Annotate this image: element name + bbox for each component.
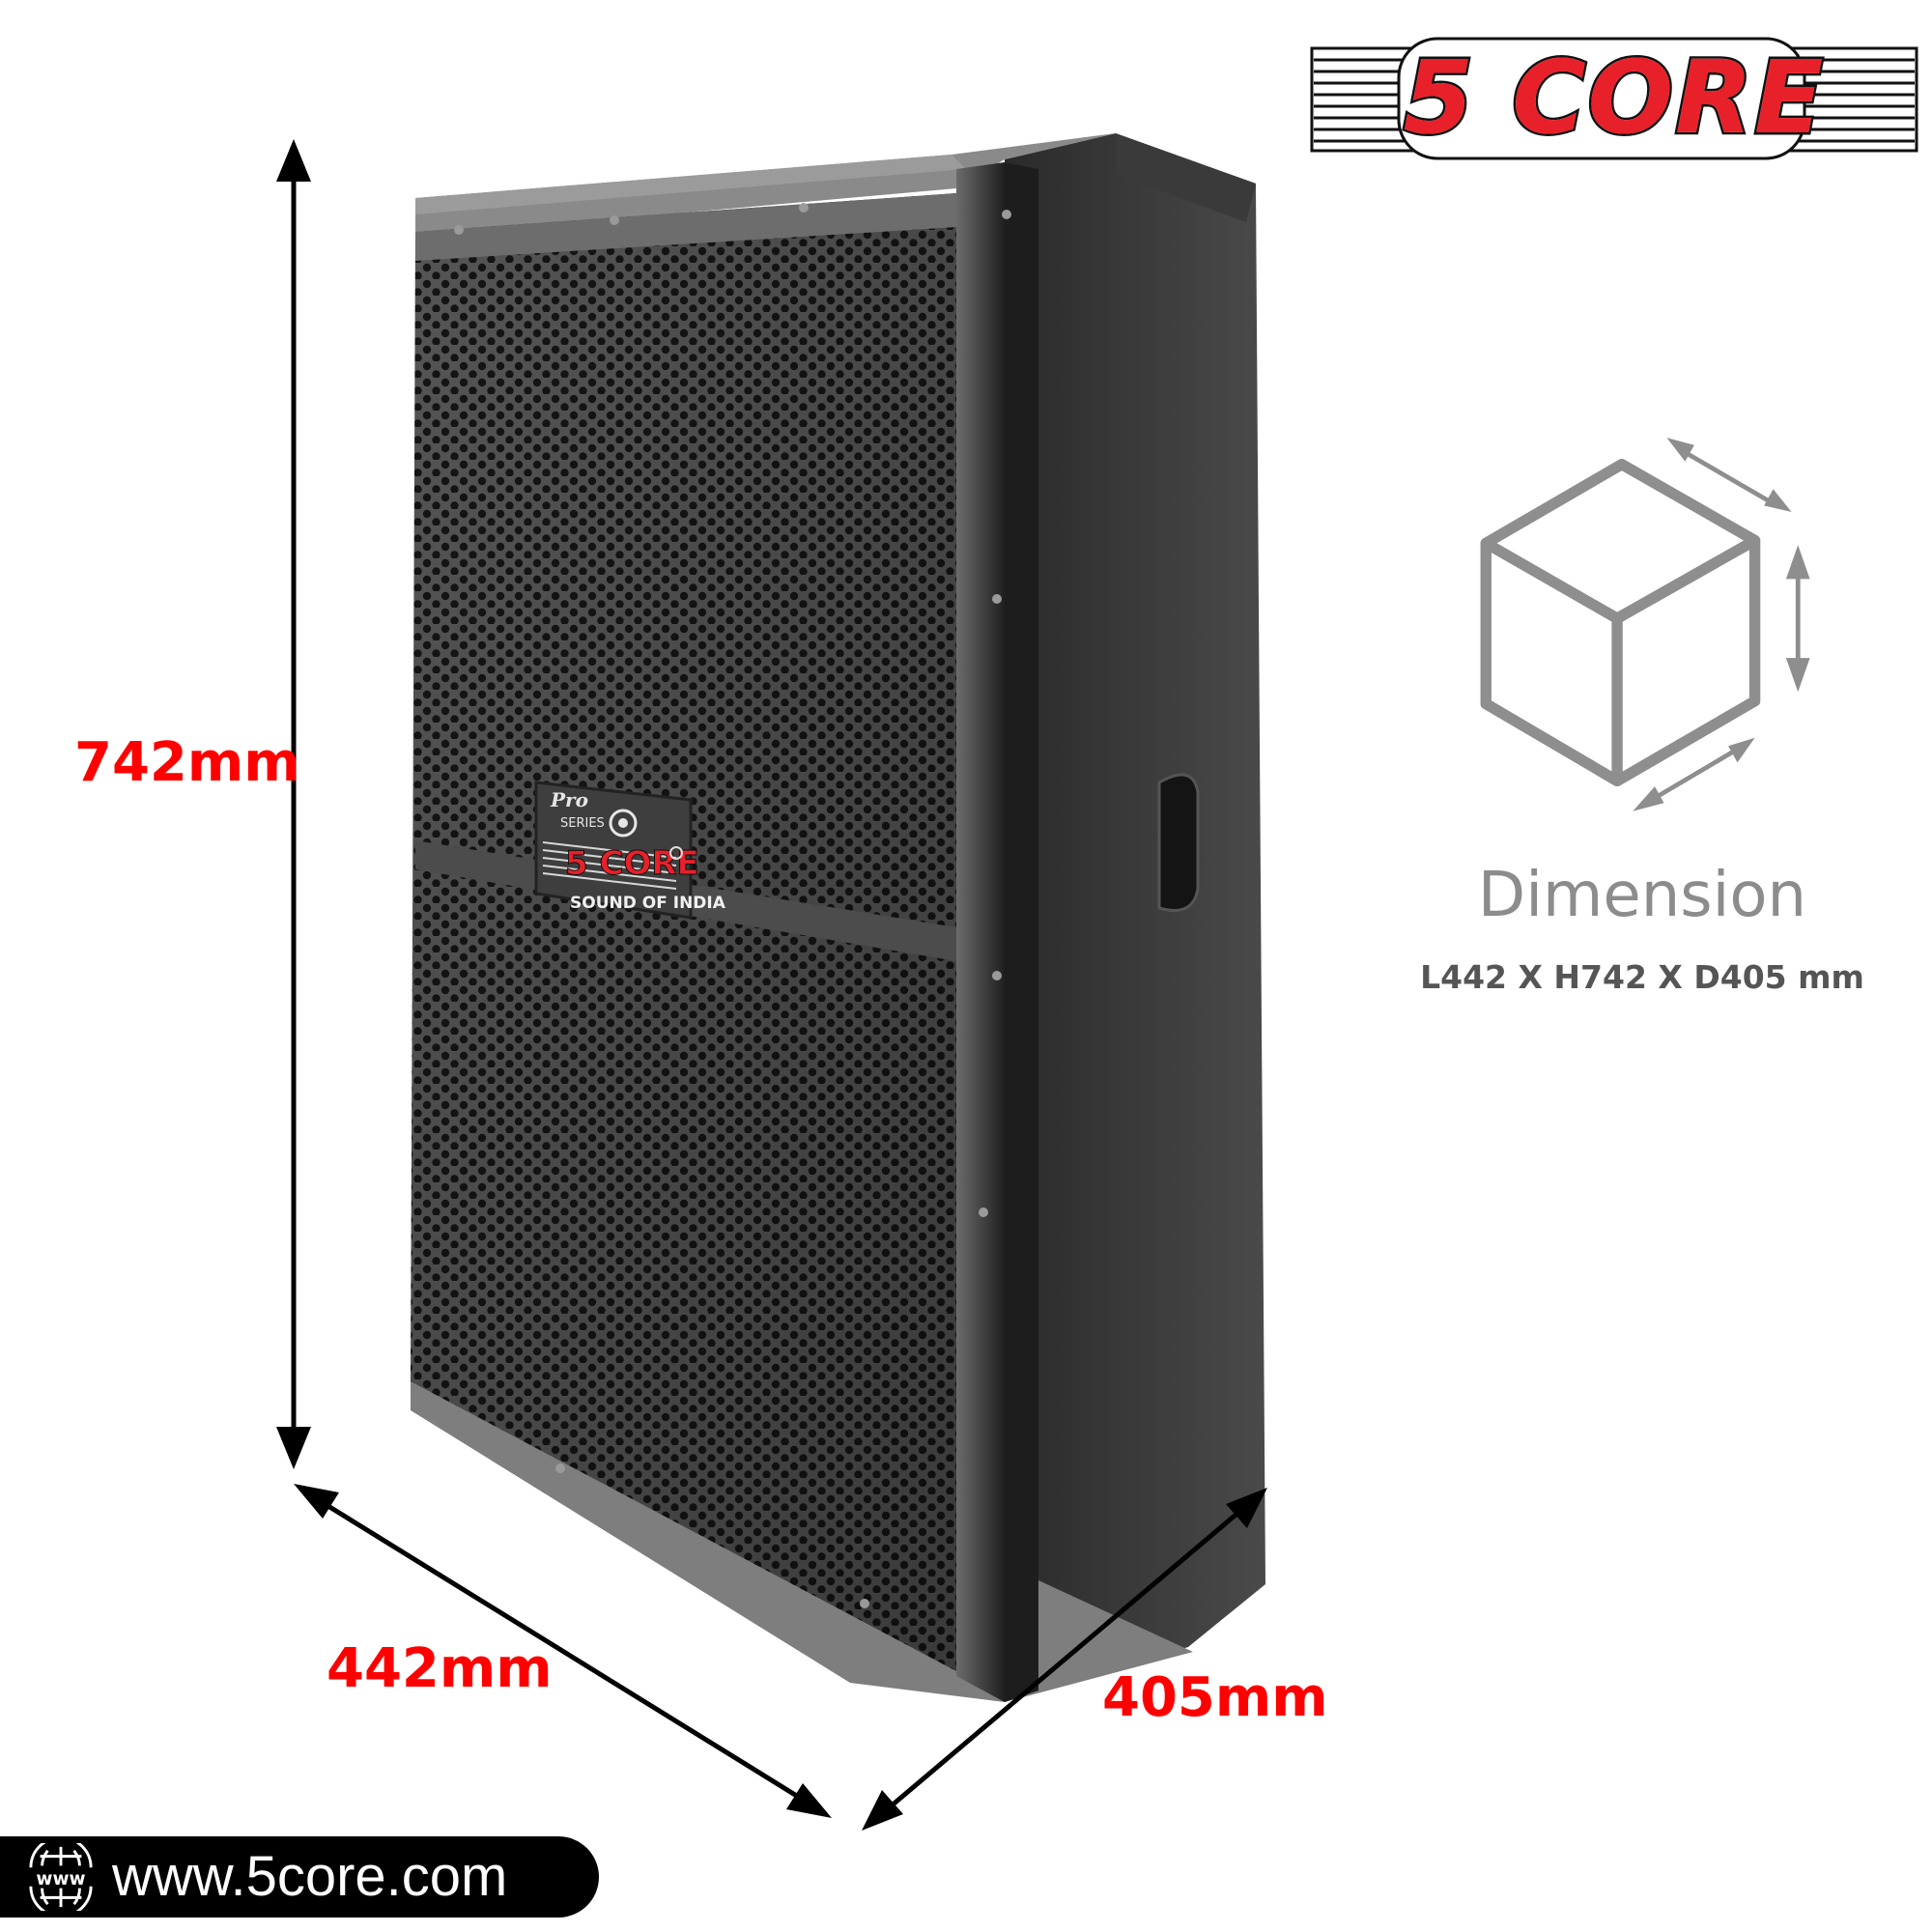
- cube-dimension-icon: [1480, 438, 1810, 811]
- svg-text:SERIES: SERIES: [560, 816, 605, 831]
- globe-www-icon: www: [29, 1843, 93, 1911]
- length-label: 442mm: [327, 1637, 553, 1700]
- speaker-brand-badge: Pro SERIES 5 CORE SOUND OF INDIA: [534, 781, 726, 920]
- logo-text: 5 CORE: [1401, 37, 1826, 159]
- svg-text:SOUND OF INDIA: SOUND OF INDIA: [570, 894, 726, 913]
- depth-label: 405mm: [1102, 1666, 1328, 1729]
- height-label: 742mm: [74, 731, 300, 794]
- svg-text:Pro: Pro: [550, 788, 588, 811]
- website-badge[interactable]: www www.5core.com: [0, 1836, 599, 1918]
- logo-stripes-icon: [1310, 37, 1918, 160]
- svg-text:www: www: [36, 1869, 85, 1889]
- dimension-spec: L442 X H742 X D405 mm: [1420, 958, 1864, 996]
- dimension-title: Dimension: [1477, 860, 1807, 931]
- svg-text:5 CORE: 5 CORE: [565, 844, 699, 883]
- website-link[interactable]: www.5core.com: [112, 1845, 508, 1908]
- brand-logo: 5 CORE: [1310, 35, 1918, 162]
